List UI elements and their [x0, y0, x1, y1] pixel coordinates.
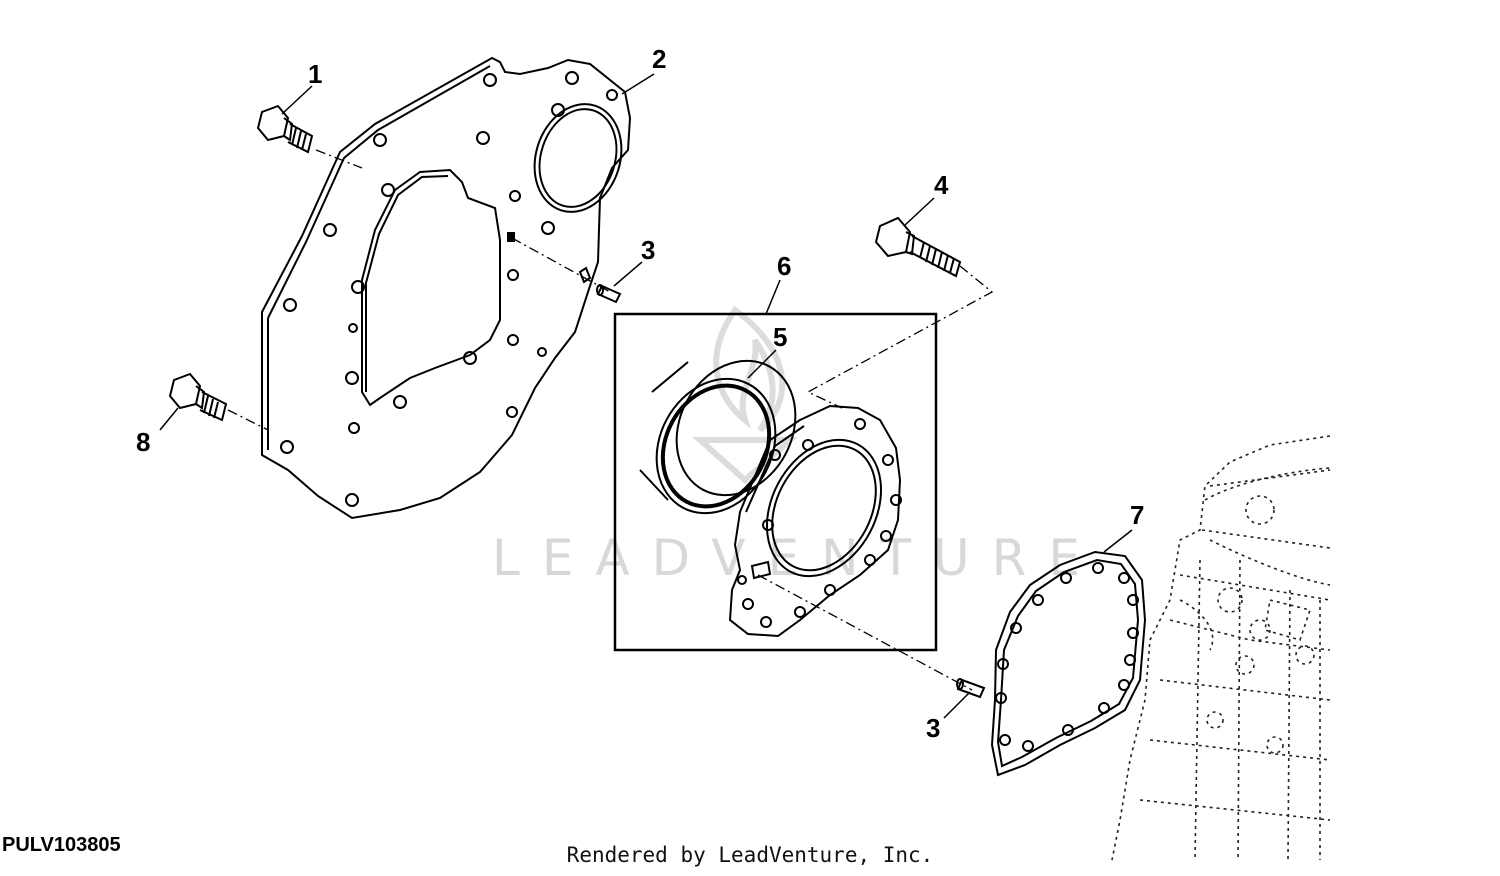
engine-block-outline: [1111, 435, 1331, 861]
seal-housing: [728, 404, 902, 638]
dowel-pin-upper: [596, 284, 622, 304]
seal-kit-box: [613, 312, 938, 652]
callout-pointers: [159, 73, 1133, 719]
flange-bolt-top: [256, 104, 314, 154]
dowel-pin-lower: [956, 678, 986, 699]
callout-5-seal-ring: 5: [773, 322, 787, 352]
callout-1-top-bolt: 1: [308, 59, 322, 89]
flange-bolt-bottom: [168, 372, 228, 422]
callout-7-gasket: 7: [1130, 500, 1144, 530]
render-credit: Rendered by LeadVenture, Inc.: [566, 843, 934, 867]
callout-3-upper-dowel: 3: [641, 235, 655, 265]
callout-8-bottom-bolt: 8: [136, 427, 150, 457]
callout-2-housing-plate: 2: [652, 44, 666, 74]
seal-ring: [639, 359, 797, 515]
cap-screw: [874, 216, 962, 278]
callout-6-seal-kit: 6: [777, 251, 791, 281]
watermark-logo: [692, 305, 798, 485]
callout-4-cap-screw: 4: [934, 170, 949, 200]
leader-lines: [227, 149, 994, 691]
watermark-text: LEADVENTURE: [492, 529, 1102, 587]
figure-id: PULV103805: [2, 834, 121, 856]
housing-plate: [261, 56, 632, 520]
callout-3-lower-dowel: 3: [926, 713, 940, 743]
gasket: [990, 550, 1147, 777]
